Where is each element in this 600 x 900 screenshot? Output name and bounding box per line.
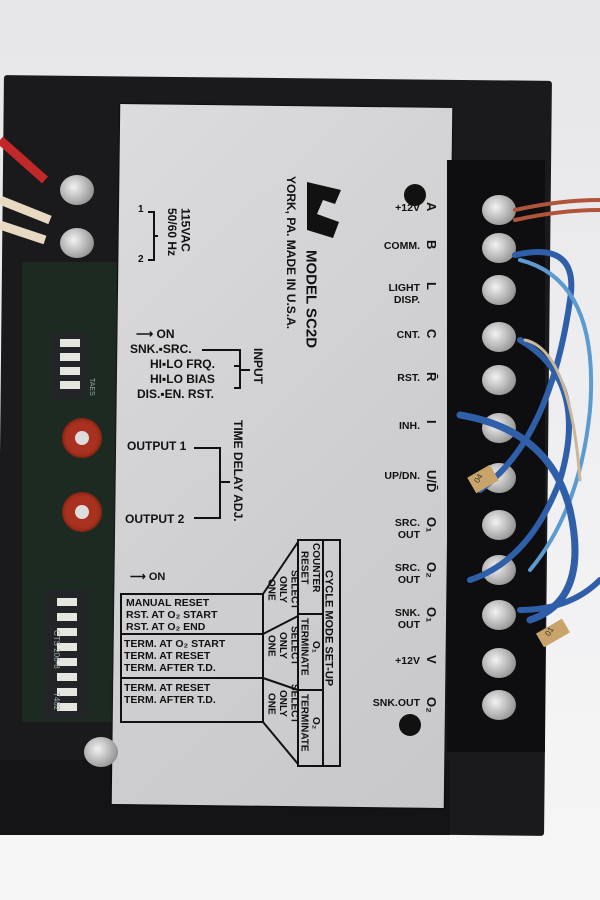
terminal-label: SRC. OUT	[394, 517, 420, 542]
terminal-letter: O₁	[424, 517, 439, 533]
terminal-letter: R̄	[424, 372, 439, 382]
cycle-mode-table	[120, 539, 341, 767]
terminal-letter: O₂	[424, 562, 439, 578]
white-wire	[0, 220, 47, 245]
terminal-letter: O₁	[424, 607, 439, 623]
option: TERM. AT RESET	[124, 650, 211, 663]
terminal-label: UP/DN.	[384, 470, 420, 482]
output2-potentiometer[interactable]	[62, 492, 102, 532]
output2-label: OUTPUT 2	[125, 512, 185, 526]
red-wire	[0, 136, 48, 184]
option: RST. AT O₂ END	[126, 621, 206, 634]
terminal-label: +12V	[395, 655, 420, 667]
manufacturer-location: YORK, PA. MADE IN U.S.A.	[283, 176, 298, 330]
mounting-hole	[404, 184, 426, 206]
terminal-screw[interactable]	[482, 510, 516, 540]
terminal-screw[interactable]	[482, 275, 516, 305]
power-terminal-screw	[60, 175, 94, 205]
terminal-screw[interactable]	[482, 690, 516, 720]
dip-part-label: TAES	[88, 378, 95, 396]
terminal-screw[interactable]	[482, 648, 516, 678]
signal-wires	[456, 198, 600, 648]
power-wires	[0, 136, 52, 245]
company-logo	[307, 182, 341, 238]
time-delay-label: TIME DELAY ADJ.	[230, 420, 245, 522]
terminal-letter: A	[424, 202, 439, 212]
time-delay-bracket	[194, 447, 230, 519]
output1-label: OUTPUT 1	[127, 439, 187, 453]
terminal-label: COMM.	[383, 240, 420, 252]
model-name: MODEL SC2D	[302, 250, 320, 349]
on-label: ON	[156, 327, 175, 341]
frequency: 50/60 Hz	[164, 208, 179, 257]
white-wire	[0, 195, 52, 225]
mounting-screw	[84, 737, 118, 767]
terminal-label: RST.	[397, 372, 420, 384]
power-terminal-screw	[60, 228, 94, 258]
terminal-label: CNT.	[396, 329, 420, 341]
switch-label-reset: DIS.▪EN. RST.	[137, 387, 214, 401]
on-label: ON	[148, 571, 166, 583]
select-one-note: SELECT ONLY ONE	[265, 684, 300, 724]
terminal-letter: L	[424, 282, 439, 290]
output1-potentiometer[interactable]	[62, 418, 102, 458]
terminal-screw[interactable]	[482, 600, 516, 630]
wire-tag	[536, 618, 570, 648]
switch-label-frequency: HI▪LO FRQ.	[150, 357, 215, 371]
cycle-mode-title: CYCLE MODE SET-UP	[322, 570, 335, 687]
option: RST. AT O₂ START	[126, 609, 218, 622]
select-one-note: SELECT ONLY ONE	[265, 626, 300, 666]
option: TERM. AFTER T.D.	[124, 694, 216, 707]
pin-1-label: 1	[138, 204, 144, 215]
terminal-letter: I	[424, 420, 439, 424]
pin-2-label: 2	[138, 254, 144, 265]
select-one-note: SELECT ONLY ONE	[265, 570, 300, 610]
voltage: 115VAC	[178, 208, 193, 252]
terminal-label: LIGHT DISP.	[388, 282, 421, 307]
terminal-screw[interactable]	[482, 322, 516, 352]
terminal-label: SNK.OUT	[372, 697, 420, 709]
terminal-screw[interactable]	[482, 365, 516, 395]
cycle-mode-dip-switch[interactable]	[45, 590, 87, 718]
terminal-label: INH.	[399, 420, 420, 432]
power-bracket	[148, 211, 158, 261]
input-label: INPUT	[250, 348, 265, 384]
o1-terminate-header: O₁ TERMINATE	[298, 618, 322, 676]
mounting-hole	[399, 714, 421, 736]
option: TERM. AFTER T.D.	[124, 662, 216, 675]
terminal-letter: O₂	[424, 697, 439, 713]
switch-label-sink-source: SNK.▪SRC.	[130, 342, 192, 356]
terminal-screw[interactable]	[482, 233, 516, 263]
terminal-letter: C	[424, 329, 439, 339]
switch-label-bias: HI▪LO BIAS	[150, 372, 215, 386]
terminal-label: SNK. OUT	[394, 607, 420, 632]
terminal-letter: U/D̄	[424, 470, 439, 493]
input-dip-switch[interactable]	[52, 333, 86, 399]
terminal-screw[interactable]	[482, 195, 516, 225]
dip-code-label: T402	[52, 692, 61, 711]
dip-part-label: CTS 206-8	[52, 630, 61, 669]
option: TERM. AT RESET	[124, 682, 211, 694]
terminal-letter: V	[424, 655, 439, 664]
terminal-letter: B	[424, 240, 439, 250]
input-on-indicator: ⟶ ON	[136, 327, 175, 341]
terminal-label: +12V	[395, 202, 420, 214]
terminal-label: SRC. OUT	[394, 562, 420, 587]
option: MANUAL RESET	[126, 597, 210, 609]
option: TERM. AT O₂ START	[124, 638, 226, 650]
input-bracket	[202, 349, 250, 389]
o2-terminate-header: O₂ TERMINATE	[298, 694, 322, 752]
wire-tag	[467, 464, 499, 494]
counter-reset-header: COUNTER RESET	[298, 543, 322, 593]
cycle-on-indicator: ⟶ ON	[130, 571, 166, 583]
